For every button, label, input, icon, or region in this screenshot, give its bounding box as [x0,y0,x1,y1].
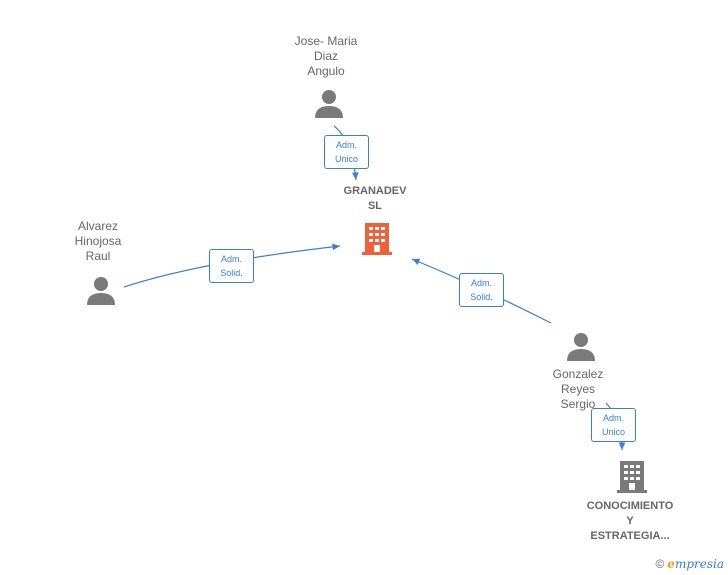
brand-name: empresia [667,557,724,571]
brand-logo[interactable]: © empresia [655,557,724,571]
company-label-conocimiento[interactable]: CONOCIMIENTO Y ESTRATEGIA... [586,500,674,542]
person-icon[interactable] [86,275,116,305]
person-label-gonzalez[interactable]: Gonzalez Reyes Sergio [552,367,604,411]
person-icon[interactable] [566,331,596,361]
person-icon[interactable] [314,88,344,118]
edge-label-adm-solid[interactable]: Adm. Solid. [459,273,504,307]
edge-label-adm-unico[interactable]: Adm. Unico [591,408,636,442]
person-label-jose[interactable]: Jose- Maria Diaz Angulo [294,34,358,78]
edge-label-adm-unico[interactable]: Adm. Unico [324,135,369,169]
copyright-icon: © [655,557,665,571]
edge-label-adm-solid[interactable]: Adm. Solid. [209,249,254,283]
building-icon[interactable] [615,459,649,493]
company-label-granadev[interactable]: GRANADEV SL [343,185,407,212]
person-label-alvarez[interactable]: Alvarez Hinojosa Raul [74,219,122,263]
building-icon[interactable] [360,221,394,255]
